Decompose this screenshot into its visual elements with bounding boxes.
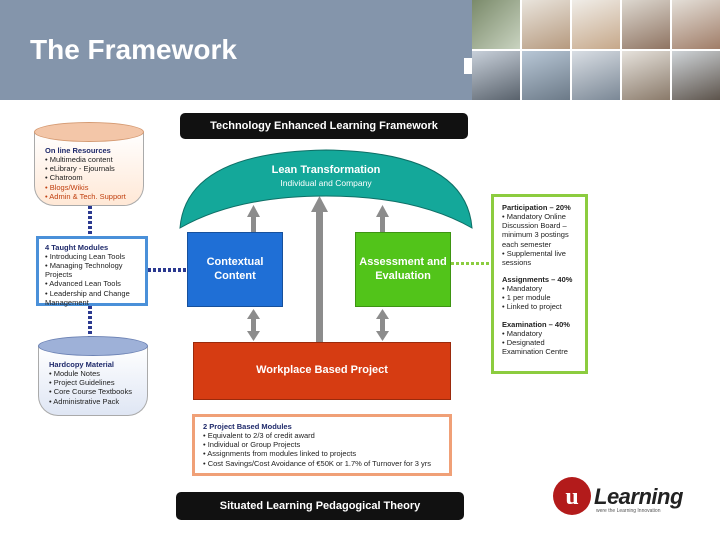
lean-subtitle: Individual and Company: [280, 178, 372, 188]
right-double-arrow-top: [376, 309, 389, 319]
pedagogical-theory-bar: Situated Learning Pedagogical Theory: [176, 492, 464, 520]
online-resources-cylinder: On line Resources • Multimedia content •…: [34, 122, 144, 206]
hardcopy-title: Hardcopy Material: [49, 360, 115, 369]
participation-section: Participation – 20% • Mandatory Online D…: [502, 203, 577, 267]
assignments-heading: Assignments – 40%: [502, 274, 573, 284]
examination-line: • Designated: [502, 337, 545, 347]
left-arrow-head: [247, 205, 260, 217]
cylinder-cap: [34, 122, 144, 142]
list-item: • Administrative Pack: [49, 396, 120, 406]
list-item: • Individual or Group Projects: [203, 440, 301, 450]
logo-mark: u: [565, 484, 578, 510]
photo-building: [572, 51, 620, 100]
right-arrow-head: [376, 205, 389, 217]
photo-person: [622, 51, 670, 100]
online-resources-list: • Multimedia content • eLibrary - Ejourn…: [45, 155, 135, 201]
list-item: • Multimedia content: [45, 155, 113, 165]
examination-heading: Examination – 40%: [502, 319, 570, 329]
project-modules-box: 2 Project Based Modules • Equivalent to …: [192, 414, 452, 476]
photo-person: [672, 0, 720, 49]
photo-person: [622, 0, 670, 49]
list-item: • Blogs/Wikis: [45, 182, 89, 192]
logo-tagline: were the Learning Innovation: [596, 508, 661, 514]
workplace-project-block: Workplace Based Project: [193, 342, 451, 400]
workplace-project-label: Workplace Based Project: [256, 364, 388, 377]
center-arrow-shaft: [316, 210, 323, 342]
taught-modules-box: 4 Taught Modules • Introducing Lean Tool…: [36, 236, 148, 307]
ulearning-logo: u Learning were the Learning Innovation: [552, 470, 702, 524]
assignments-line: • 1 per module: [502, 293, 551, 303]
examination-line: • Mandatory: [502, 328, 543, 338]
list-item: • Project Guidelines: [49, 378, 115, 388]
photo-person: [472, 51, 520, 100]
assessment-to-participation-connector: [451, 262, 491, 265]
contextual-content-block: Contextual Content: [187, 232, 283, 307]
logo-text: Learning: [594, 484, 683, 509]
photo-person: [572, 0, 620, 49]
pedagogical-theory-title: Situated Learning Pedagogical Theory: [219, 500, 421, 512]
left-arrow-shaft: [251, 216, 256, 232]
lean-title: Lean Transformation: [271, 164, 381, 176]
list-item: • eLibrary - Ejournals: [45, 164, 115, 174]
assessment-breakdown-box: Participation – 20% • Mandatory Online D…: [491, 194, 588, 374]
framework-title: Technology Enhanced Learning Framework: [210, 120, 438, 132]
left-connector-vertical: [88, 206, 92, 236]
project-modules-list: • Equivalent to 2/3 of credit award • In…: [203, 431, 441, 468]
contextual-content-label: Contextual Content: [206, 255, 264, 282]
participation-line: • Supplemental live sessions: [502, 248, 566, 267]
list-item: • Cost Savings/Cost Avoidance of €50K or…: [203, 458, 432, 468]
left-double-arrow-shaft: [251, 318, 256, 332]
logo-mark-icon: u: [553, 477, 591, 515]
header-divider: [464, 58, 472, 74]
list-item: • Introducing Lean Tools: [45, 252, 126, 261]
list-item: • Module Notes: [49, 369, 100, 379]
hardcopy-cylinder: Hardcopy Material • Module Notes • Proje…: [38, 336, 148, 416]
framework-title-bar: Technology Enhanced Learning Framework: [180, 113, 468, 139]
photo-building: [472, 0, 520, 49]
center-arrow-head: [311, 196, 328, 212]
right-arrow-shaft: [380, 216, 385, 232]
online-resources-title: On line Resources: [45, 146, 111, 155]
list-item: • Core Course Textbooks: [49, 387, 132, 397]
photo-person: [522, 0, 570, 49]
photo-collage: [472, 0, 720, 100]
page-title: The Framework: [30, 34, 237, 65]
taught-modules-title: 4 Taught Modules: [45, 243, 109, 252]
participation-heading: Participation – 20%: [502, 203, 571, 212]
taught-modules-list: • Introducing Lean Tools • Managing Tech…: [45, 252, 139, 307]
left-connector-vertical: [88, 306, 92, 338]
right-double-arrow-bottom: [376, 331, 389, 341]
project-modules-title: 2 Project Based Modules: [203, 422, 292, 431]
examination-line: Examination Centre: [502, 346, 568, 356]
cylinder-cap: [38, 336, 148, 356]
list-item: • Leadership and Change Management: [45, 288, 130, 307]
lean-transformation-arch: [179, 149, 473, 229]
left-double-arrow-top: [247, 309, 260, 319]
modules-to-content-connector: [148, 268, 186, 272]
list-item: • Admin & Tech. Support: [45, 191, 126, 201]
assessment-label: Assessment and Evaluation: [359, 255, 447, 282]
right-double-arrow-shaft: [380, 318, 385, 332]
hardcopy-list: • Module Notes • Project Guidelines • Co…: [49, 369, 139, 406]
assessment-block: Assessment and Evaluation: [355, 232, 451, 307]
list-item: • Equivalent to 2/3 of credit award: [203, 431, 315, 441]
participation-line: • Mandatory Online Discussion Board – mi…: [502, 212, 569, 249]
photo-person: [672, 51, 720, 100]
list-item: • Advanced Lean Tools: [45, 279, 121, 289]
examination-section: Examination – 40% • Mandatory • Designat…: [502, 320, 577, 357]
assignments-line: • Mandatory: [502, 284, 543, 294]
photo-person: [522, 51, 570, 100]
list-item: • Assignments from modules linked to pro…: [203, 449, 357, 459]
list-item: • Managing Technology Projects: [45, 261, 123, 280]
list-item: • Chatroom: [45, 173, 83, 183]
assignments-section: Assignments – 40% • Mandatory • 1 per mo…: [502, 275, 577, 312]
assignments-line: • Linked to project: [502, 302, 562, 312]
left-double-arrow-bottom: [247, 331, 260, 341]
